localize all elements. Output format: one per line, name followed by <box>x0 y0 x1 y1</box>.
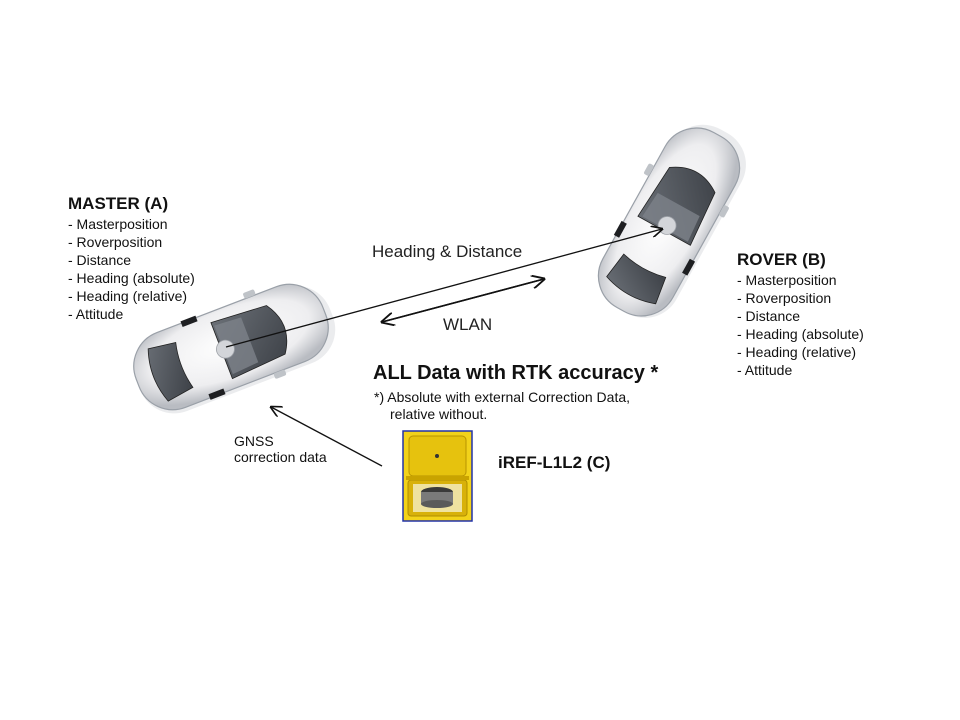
master-capabilities-list: - Masterposition - Roverposition - Dista… <box>68 215 195 323</box>
master-item: - Roverposition <box>68 234 163 250</box>
rover-item: - Heading (absolute) <box>737 326 864 342</box>
heading-distance-arrow <box>225 229 662 348</box>
rover-item: - Masterposition <box>737 272 837 288</box>
master-item: - Heading (absolute) <box>68 270 195 286</box>
rover-info-block: ROVER (B) - Masterposition - Roverpositi… <box>737 250 864 379</box>
master-info-block: MASTER (A) - Masterposition - Roverposit… <box>68 194 195 323</box>
gnss-label-line: correction data <box>234 449 327 465</box>
wlan-label: WLAN <box>443 315 493 334</box>
master-item: - Attitude <box>68 306 124 322</box>
gnss-correction-arrow <box>271 407 383 467</box>
rtk-note-line: relative without. <box>390 406 488 422</box>
wlan-arrow-left <box>382 278 545 322</box>
rover-capabilities-list: - Masterposition - Roverposition - Dista… <box>737 271 864 379</box>
rover-item: - Attitude <box>737 362 793 378</box>
master-item: - Distance <box>68 252 132 268</box>
rtk-accuracy-title: ALL Data with RTK accuracy * <box>373 362 659 384</box>
gnss-correction-label: GNSS correction data <box>234 433 327 465</box>
rover-item: - Distance <box>737 308 801 324</box>
master-item: - Heading (relative) <box>68 288 188 304</box>
rtk-accuracy-footnote: *) Absolute with external Correction Dat… <box>374 389 630 423</box>
rover-item: - Heading (relative) <box>737 344 857 360</box>
iref-device-label: iREF-L1L2 (C) <box>498 453 611 472</box>
iref-device-icon <box>402 430 473 522</box>
heading-distance-label: Heading & Distance <box>372 242 523 261</box>
master-title: MASTER (A) <box>68 194 169 213</box>
rover-car <box>597 124 746 318</box>
rtk-note-line: *) Absolute with external Correction Dat… <box>374 389 631 405</box>
rover-title: ROVER (B) <box>737 250 826 269</box>
rover-item: - Roverposition <box>737 290 832 306</box>
master-car <box>133 283 336 414</box>
master-item: - Masterposition <box>68 216 168 232</box>
gnss-label-line: GNSS <box>234 433 274 449</box>
